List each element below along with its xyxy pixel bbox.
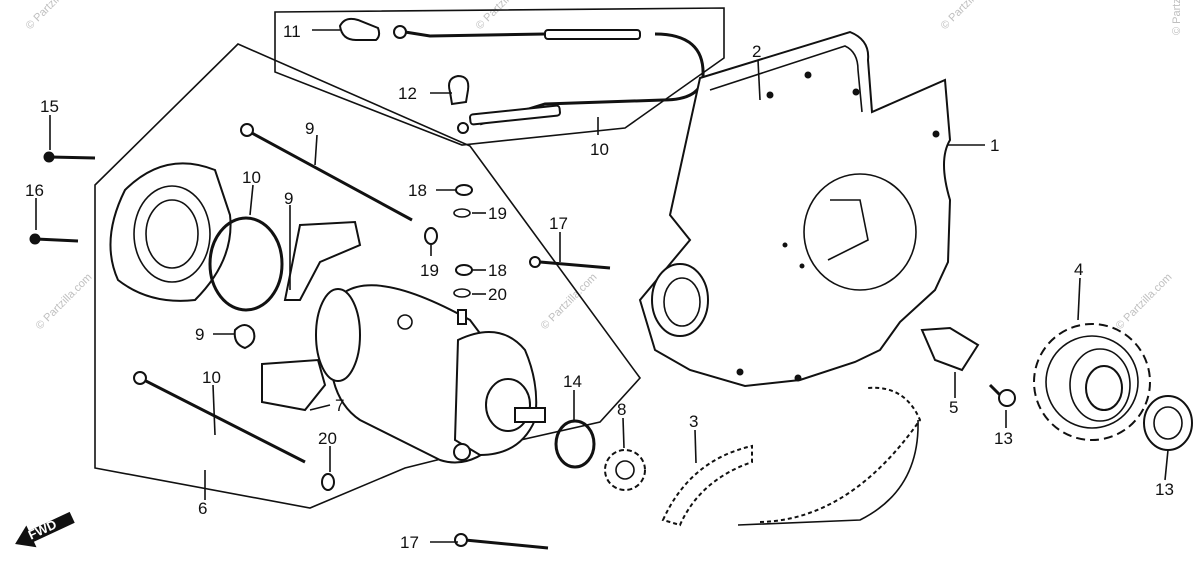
leader-lines [35,29,1169,543]
callout-16: 13 [994,429,1013,448]
drive-chain-part [661,386,922,527]
callout-9: 9 [284,189,293,208]
end-housing-part [109,162,232,302]
fwd-label: FWD [26,517,59,543]
watermark-text: © Partzilla.com [34,271,95,332]
callout-13: 11 [283,22,301,41]
callout-14: 14 [563,372,582,391]
callout-4: 4 [1074,260,1083,279]
callout-20: 19 [420,261,439,280]
callout-10: 9 [305,119,314,138]
watermark-text: © Partzilla.com [24,0,85,32]
callout-6: 6 [198,499,207,518]
terminal-cap-part [338,17,470,106]
callout-5: 5 [949,398,958,417]
callout-17: 16 [25,181,44,200]
starter-motor-part [315,284,546,464]
callout-12: 10 [590,140,609,159]
oil-seal-part [1143,395,1193,451]
oring-part [208,216,284,312]
callout-19: 18 [408,181,427,200]
bolt-part [454,256,611,550]
long-bolt-part [133,123,413,464]
cover-plates-part [638,30,952,388]
watermark-text: © Partzilla.com [1114,271,1175,332]
chain-line [737,419,919,526]
callout-19: 18 [488,261,507,280]
screw-part [29,151,96,245]
callout-7: 7 [335,396,344,415]
watermark-text: © Partzilla.com [939,0,1000,32]
callout-8: 8 [617,400,626,419]
oring-small-part [554,419,596,469]
callout-1: 1 [990,136,999,155]
callout-18: 17 [549,214,568,233]
drive-gear-part [604,449,646,491]
watermark-text: © Partzilla.com [474,0,535,32]
callout-9: 9 [195,325,204,344]
callout-17: 15 [40,97,59,116]
small-bolt-part [988,383,1016,407]
starter-cable-part [393,25,705,134]
callout-3: 3 [689,412,698,431]
callout-20: 20 [318,429,337,448]
brush-holder-part [233,220,362,412]
callout-15: 13 [1155,480,1174,499]
callout-13: 12 [398,84,417,103]
sprocket-part [1033,323,1151,441]
washers-part [321,184,473,491]
watermark-text: © Partzilla.com [1171,0,1183,35]
callout-20: 19 [488,204,507,223]
callout-11: 10 [242,168,261,187]
callout-10: 10 [202,368,221,387]
fwd-arrow-icon [15,511,75,548]
cable-group-outline [274,7,725,146]
bracket-part [920,326,980,372]
callout-2: 2 [752,42,761,61]
callout-18: 17 [400,533,419,552]
callout-20: 20 [488,285,507,304]
